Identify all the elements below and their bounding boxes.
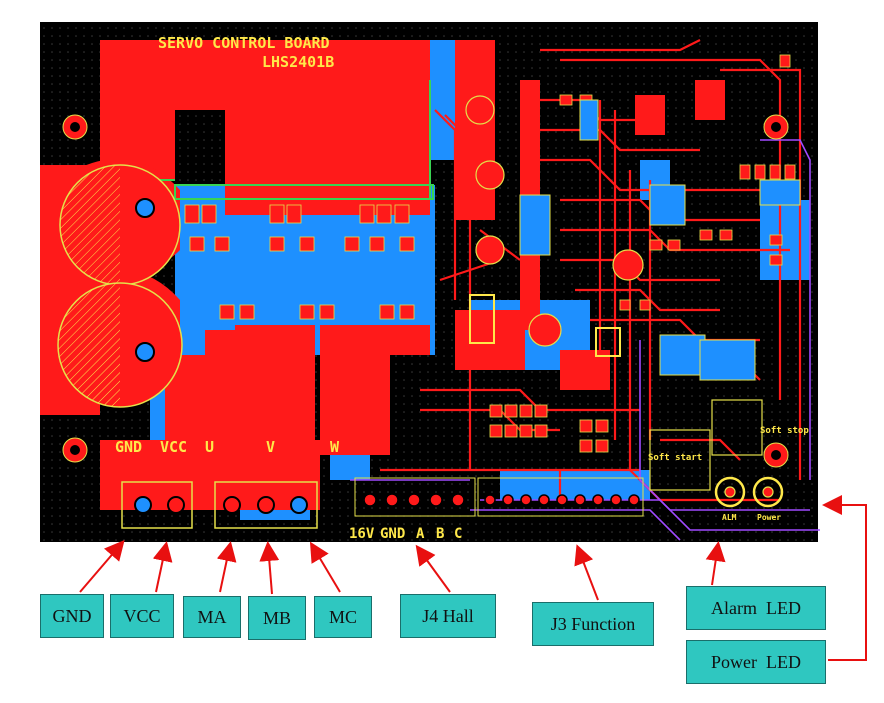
j4-hall-header: [354, 477, 476, 517]
regulator-outline: [469, 294, 621, 357]
label-vcc: VCC: [160, 438, 187, 456]
label-soft-stop: Soft stop: [760, 426, 809, 436]
label-a: A: [416, 526, 425, 542]
traces-violet: [350, 139, 820, 541]
board-model: LHS2401B: [262, 53, 334, 71]
power-terminal-labels: GND VCC U V W: [115, 438, 340, 456]
callout-gnd: GND: [40, 594, 104, 638]
j3-function-header: [477, 477, 644, 517]
label-u: U: [205, 438, 214, 456]
label-w: W: [330, 438, 340, 456]
label-c: C: [454, 526, 462, 542]
label-hall-gnd: GND: [380, 526, 405, 542]
callout-alarm-led: Alarm LED: [686, 586, 826, 630]
callout-ma: MA: [183, 596, 241, 638]
ic-packages: [519, 99, 801, 381]
callout-arrows: [79, 495, 867, 661]
callout-mc: MC: [314, 596, 372, 638]
label-16v: 16V: [349, 526, 375, 542]
callout-j4-hall: J4 Hall: [400, 594, 496, 638]
power-terminals: [121, 481, 318, 529]
mounting-holes: [62, 114, 789, 468]
callout-vcc: VCC: [110, 594, 174, 638]
label-alm: ALM: [722, 513, 737, 522]
label-power: Power: [757, 513, 781, 522]
label-v: V: [266, 438, 275, 456]
label-gnd: GND: [115, 438, 142, 456]
bulk-capacitor-c18: [59, 164, 181, 286]
small-capacitors: [465, 95, 644, 347]
label-b: B: [436, 526, 444, 542]
bulk-capacitor-c17: [57, 282, 183, 408]
header-pin-labels: 16V GND A B C: [349, 526, 462, 542]
function-labels: Soft start Soft stop ALM Power: [648, 426, 809, 522]
callout-mb: MB: [248, 596, 306, 640]
board-title: SERVO CONTROL BOARD: [158, 34, 330, 52]
callout-power-led: Power LED: [686, 640, 826, 684]
soft-start-stop-trimmers: [649, 399, 784, 508]
smd-pads: [184, 54, 796, 453]
callout-j3-function: J3 Function: [532, 602, 654, 646]
label-soft-start: Soft start: [648, 453, 702, 463]
